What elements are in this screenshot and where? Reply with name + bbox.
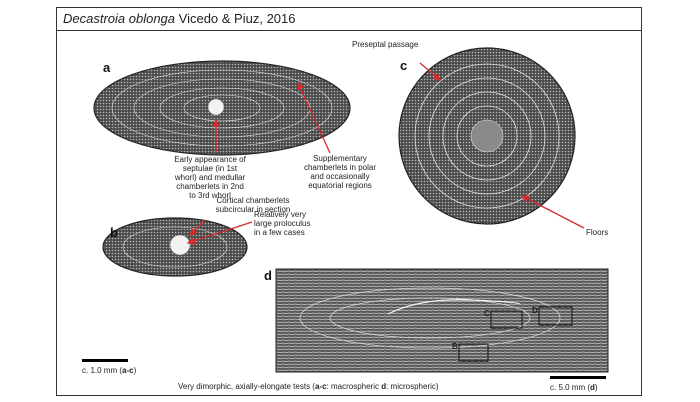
scale-bar-left <box>82 359 128 362</box>
label-supplementary: Supplementary chamberlets in polar and o… <box>303 154 377 190</box>
specimen-a <box>93 60 351 156</box>
label-floors: Floors <box>586 228 609 237</box>
box-label-b: B <box>452 342 458 351</box>
panel-label-d: d <box>264 268 272 283</box>
box-label-d: D <box>532 306 538 315</box>
box-label-c: C <box>484 309 490 318</box>
specimen-b <box>102 217 248 277</box>
scale-label-left: c. 1.0 mm (a-c) <box>82 366 137 375</box>
species-name: Decastroia oblonga <box>63 11 176 26</box>
panel-label-a: a <box>103 60 111 75</box>
panel-label-c: c <box>400 58 408 73</box>
label-early-appearance: Early appearance of septulae (in 1st who… <box>174 155 246 200</box>
panel-label-b: b <box>110 225 118 240</box>
species-authors: Vicedo & Piuz, 2016 <box>175 11 296 26</box>
figure-caption: Very dimorphic, axially-elongate tests (… <box>178 382 439 391</box>
figure-title: Decastroia oblonga Vicedo & Piuz, 2016 <box>57 8 641 31</box>
specimen-c <box>398 47 576 225</box>
specimen-d <box>275 268 609 373</box>
label-cortical-chamberlets: Cortical chamberlets subcircular in sect… <box>215 196 291 214</box>
scale-label-right: c. 5.0 mm (d) <box>550 383 598 392</box>
scale-bar-right <box>550 376 606 379</box>
label-proloculus: Relatively very large proloculus in a fe… <box>254 210 311 237</box>
label-preseptal-passage: Preseptal passage <box>352 40 419 49</box>
annotation-arrows <box>186 62 585 245</box>
